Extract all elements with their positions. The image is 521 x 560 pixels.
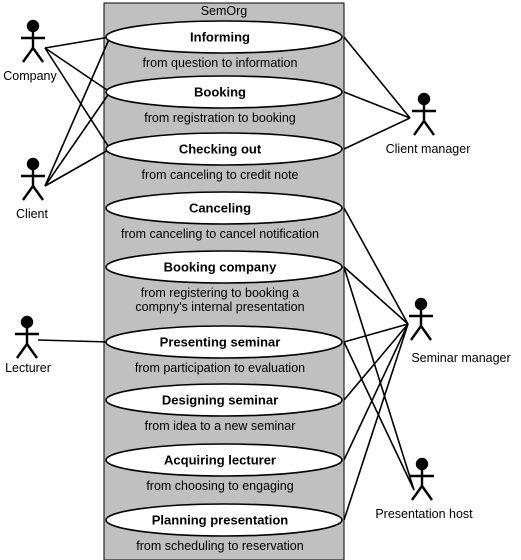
- actor-client-manager[interactable]: Client manager: [386, 92, 471, 156]
- use-case-description: from choosing to engaging: [146, 479, 293, 493]
- use-case-label: Checking out: [179, 142, 262, 157]
- stick-figure-icon: [21, 19, 45, 63]
- use-case-label: Booking company: [164, 260, 277, 275]
- association-seminar-manager-presenting-seminar: [343, 323, 409, 343]
- use-case-description: from canceling to cancel notification: [121, 227, 319, 241]
- association-client-manager-informing: [343, 36, 411, 119]
- association-seminar-manager-booking-company: [343, 266, 409, 325]
- actor-label: Lecturer: [5, 361, 51, 375]
- actor-lecturer[interactable]: Lecturer: [5, 315, 51, 375]
- use-case-ellipse[interactable]: [105, 250, 343, 284]
- use-case-ellipse[interactable]: [105, 132, 343, 166]
- actor-label: Client: [16, 207, 48, 221]
- actor-label: Company: [3, 69, 57, 83]
- actor-label: Client manager: [386, 142, 471, 156]
- association-presentation-host-presenting-seminar: [343, 341, 415, 491]
- use-case-ellipse[interactable]: [105, 191, 343, 225]
- use-case-description: from idea to a new seminar: [145, 419, 296, 433]
- association-company-checking-out: [44, 47, 111, 150]
- use-case-description: from canceling to credit note: [141, 168, 298, 182]
- actor-client[interactable]: Client: [16, 157, 49, 221]
- use-case-ellipse[interactable]: [105, 443, 343, 477]
- association-company-booking: [44, 47, 111, 93]
- use-case-label: Booking: [194, 85, 246, 100]
- actor-seminar-manager[interactable]: Seminar manager: [409, 297, 511, 365]
- use-case-presenting-seminar[interactable]: Presenting seminar from participation to …: [105, 325, 343, 375]
- use-case-canceling[interactable]: Canceling from canceling to cancel notifi…: [105, 191, 343, 241]
- use-case-label: Informing: [190, 30, 250, 45]
- use-case-description: from registering to booking a: [141, 286, 299, 300]
- use-case-description: from registration to booking: [144, 111, 296, 125]
- association-client-manager-checking-out: [343, 117, 411, 150]
- use-case-ellipse[interactable]: [105, 325, 343, 359]
- stick-figure-icon: [412, 92, 436, 136]
- association-seminar-manager-acquiring-lecturer: [343, 323, 409, 461]
- association-seminar-manager-planning-presentation: [343, 323, 409, 521]
- association-client-booking: [44, 91, 111, 187]
- use-case-ellipse[interactable]: [105, 383, 343, 417]
- use-case-description: from participation to evaluation: [135, 361, 305, 375]
- system-title: SemOrg: [201, 4, 248, 18]
- stick-figure-icon: [21, 157, 45, 201]
- use-case-label: Planning presentation: [152, 513, 289, 528]
- use-case-ellipse[interactable]: [105, 20, 343, 54]
- association-client-checking-out: [44, 148, 111, 187]
- use-case-informing[interactable]: Informing from question to information: [105, 20, 343, 70]
- use-case-ellipse[interactable]: [105, 503, 343, 537]
- associations-layer: [37, 36, 415, 521]
- use-case-designing-seminar[interactable]: Designing seminar from idea to a new semi…: [105, 383, 343, 433]
- use-case-booking-company[interactable]: Booking company from registering to booki…: [105, 250, 343, 314]
- actor-label: Seminar manager: [411, 351, 510, 365]
- use-case-description: compny's internal presentation: [135, 300, 304, 314]
- use-case-label: Canceling: [189, 201, 251, 216]
- stick-figure-icon: [410, 457, 434, 501]
- association-presentation-host-booking-company: [343, 266, 415, 491]
- use-case-label: Presenting seminar: [160, 335, 281, 350]
- use-case-planning-presentation[interactable]: Planning presentation from scheduling to …: [105, 503, 343, 553]
- use-case-booking[interactable]: Booking from registration to booking: [105, 75, 343, 125]
- actor-label: Presentation host: [375, 507, 473, 521]
- use-case-ellipse[interactable]: [105, 75, 343, 109]
- use-case-label: Acquiring lecturer: [164, 453, 276, 468]
- use-case-label: Designing seminar: [162, 393, 278, 408]
- stick-figure-icon: [409, 297, 433, 341]
- actor-company[interactable]: Company: [3, 19, 57, 83]
- use-case-description: from scheduling to reservation: [136, 539, 303, 553]
- association-lecturer-presenting-seminar: [37, 339, 111, 343]
- association-seminar-manager-designing-seminar: [343, 323, 409, 401]
- association-company-informing: [44, 36, 111, 49]
- use-case-description: from question to information: [143, 56, 298, 70]
- actor-presentation-host[interactable]: Presentation host: [375, 457, 473, 521]
- association-client-informing: [44, 36, 111, 187]
- association-seminar-manager-canceling: [343, 207, 409, 325]
- association-client-manager-booking: [343, 91, 411, 119]
- use-case-acquiring-lecturer[interactable]: Acquiring lecturer from choosing to engag…: [105, 443, 343, 493]
- stick-figure-icon: [15, 315, 39, 359]
- use-cases-layer: Informing from question to informationBoo…: [105, 20, 343, 553]
- use-case-checking-out[interactable]: Checking out from canceling to credit not…: [105, 132, 343, 182]
